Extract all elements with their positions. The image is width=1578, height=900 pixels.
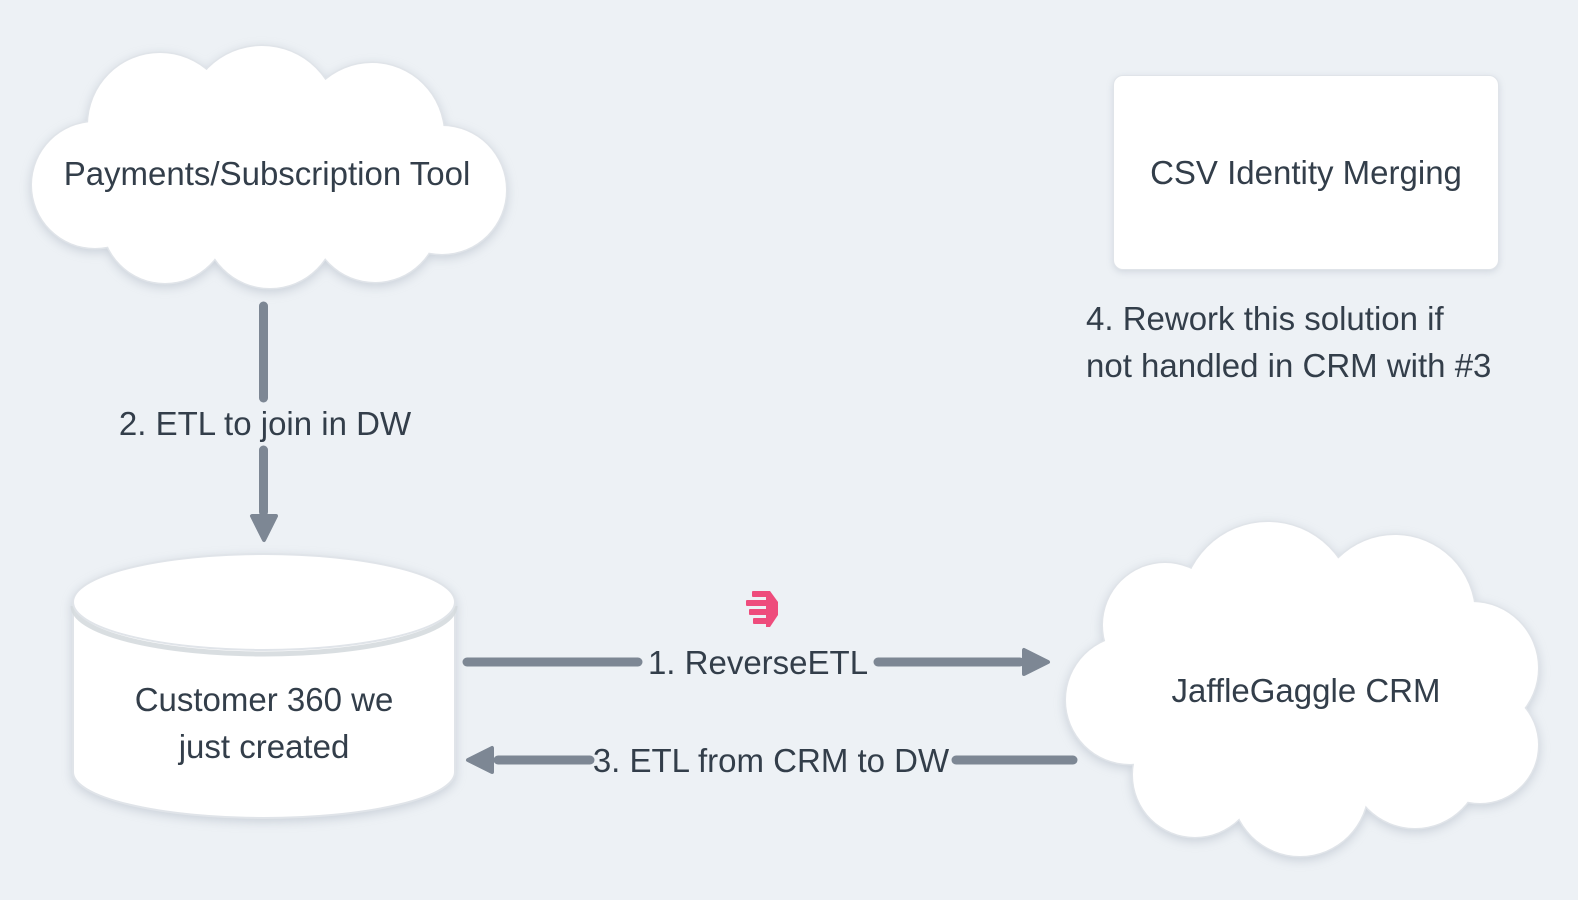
rework-note: 4. Rework this solution if not handled i…: [1086, 300, 1492, 384]
edge-etl-from-crm-label: 3. ETL from CRM to DW: [592, 742, 950, 779]
arrowhead-right-icon: [1022, 648, 1050, 676]
warehouse-cylinder-shape: [70, 553, 458, 819]
csv-merging-label: CSV Identity Merging: [1150, 154, 1462, 191]
edge-reverse-etl-label: 1. ReverseETL: [647, 644, 869, 681]
arrowhead-left-icon: [466, 746, 494, 774]
payments-cloud-label: Payments/Subscription Tool: [63, 155, 471, 192]
census-logo-icon: [746, 591, 778, 627]
edge-etl-from-crm-arrow: [466, 746, 1078, 774]
csv-merging-box: CSV Identity Merging: [1113, 75, 1499, 270]
edge-reverse-etl-arrow: [462, 648, 1050, 676]
edge-etl-join-label: 2. ETL to join in DW: [118, 405, 412, 442]
arrowhead-down-icon: [250, 514, 278, 542]
crm-cloud-label: JaffleGaggle CRM: [1171, 672, 1441, 709]
warehouse-label: Customer 360 we just created: [134, 681, 394, 765]
edge-etl-join-arrow: [250, 301, 278, 542]
